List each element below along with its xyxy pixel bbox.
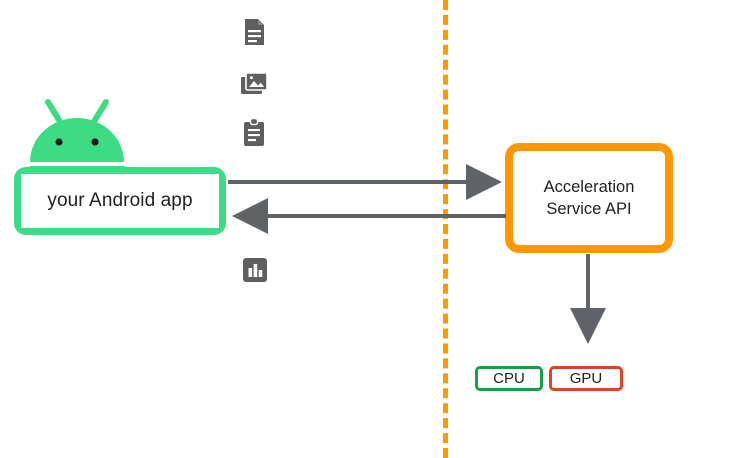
your-android-app-box[interactable]: your Android app [14, 167, 226, 235]
article-icon [237, 15, 271, 49]
gpu-pill[interactable]: GPU [549, 366, 623, 391]
process-boundary-divider [443, 0, 448, 458]
app-box-inner: your Android app [21, 174, 219, 228]
barchart-icon [238, 253, 272, 287]
photos-icon [237, 66, 271, 100]
clipboard-icon [237, 116, 271, 150]
api-box-label-line2: Service API [546, 200, 632, 218]
api-box-label: Acceleration Service API [544, 176, 635, 220]
cpu-pill-label: CPU [493, 370, 525, 387]
acceleration-service-api-box[interactable]: Acceleration Service API [505, 143, 673, 253]
app-box-label: your Android app [47, 190, 193, 211]
cpu-pill[interactable]: CPU [475, 366, 543, 391]
android-robot-logo [22, 96, 132, 174]
gpu-pill-label: GPU [569, 370, 603, 387]
api-box-label-line1: Acceleration [543, 178, 635, 196]
